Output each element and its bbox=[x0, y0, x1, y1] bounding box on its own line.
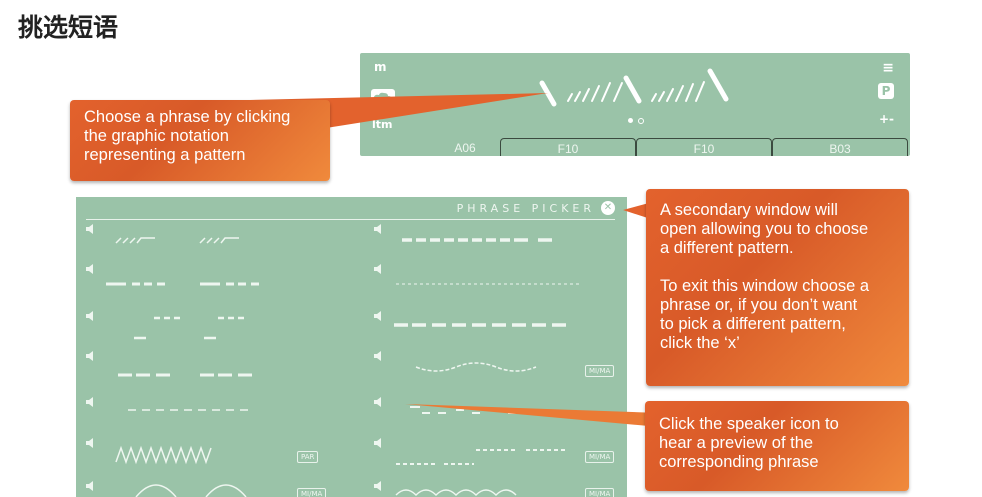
ltm-button[interactable]: ltm bbox=[372, 118, 393, 131]
speaker-icon bbox=[374, 438, 381, 448]
notation-left bbox=[106, 237, 259, 497]
mode-button[interactable]: m bbox=[374, 60, 387, 74]
pattern-button[interactable]: P bbox=[878, 83, 894, 99]
speaker-icon bbox=[374, 351, 381, 361]
notation-right bbox=[394, 238, 581, 497]
speaker-icon bbox=[374, 397, 381, 407]
page-dot[interactable] bbox=[638, 118, 644, 124]
slot-b03[interactable]: B03 bbox=[772, 138, 908, 156]
divider bbox=[86, 219, 615, 220]
speaker-icon bbox=[374, 311, 381, 321]
picker-title: PHRASE PICKER bbox=[456, 202, 595, 215]
graphic-notation[interactable] bbox=[530, 68, 740, 113]
speaker-icon bbox=[86, 224, 93, 234]
callout-window: A secondary window will open allowing yo… bbox=[646, 189, 909, 386]
slot-f10-2[interactable]: F10 bbox=[636, 138, 772, 156]
mi-ma-tag[interactable]: MI/MA bbox=[585, 365, 615, 377]
speaker-icon bbox=[86, 311, 93, 321]
speaker-icons bbox=[86, 224, 381, 491]
mi-ma-tag[interactable]: MI/MA bbox=[585, 488, 615, 497]
speaker-icon bbox=[86, 481, 93, 491]
menu-icon[interactable]: ≡ bbox=[882, 60, 894, 76]
speaker-icon bbox=[374, 224, 381, 234]
speaker-icon bbox=[86, 351, 93, 361]
par-tag[interactable]: PAR bbox=[297, 451, 319, 463]
page-dot-active[interactable] bbox=[628, 118, 633, 123]
speaker-icon bbox=[86, 438, 93, 448]
slot-f10-1[interactable]: F10 bbox=[500, 138, 636, 156]
page-title: 挑选短语 bbox=[18, 13, 119, 42]
speaker-icon bbox=[86, 264, 93, 274]
mi-ma-tag[interactable]: MI/MA bbox=[585, 451, 615, 463]
phrase-list[interactable] bbox=[76, 197, 627, 497]
instrument-panel: m ltm ≡ P +- A06 F10 F10 B03 bbox=[360, 53, 910, 156]
speaker-icon bbox=[86, 397, 93, 407]
cloud-icon[interactable] bbox=[371, 89, 395, 103]
callout-notation: Choose a phrase by clicking the graphic … bbox=[70, 100, 330, 181]
close-icon[interactable]: ✕ bbox=[601, 201, 615, 215]
speaker-icon bbox=[374, 481, 381, 491]
callout-speaker: Click the speaker icon to hear a preview… bbox=[645, 401, 909, 491]
slot-a06[interactable]: A06 bbox=[454, 141, 476, 155]
plus-minus-button[interactable]: +- bbox=[878, 112, 894, 126]
speaker-icon bbox=[374, 264, 381, 274]
phrase-picker-window: PHRASE PICKER ✕ bbox=[76, 197, 627, 497]
slot-row: A06 F10 F10 B03 bbox=[360, 134, 910, 156]
mi-ma-tag[interactable]: MI/MA bbox=[297, 488, 327, 497]
